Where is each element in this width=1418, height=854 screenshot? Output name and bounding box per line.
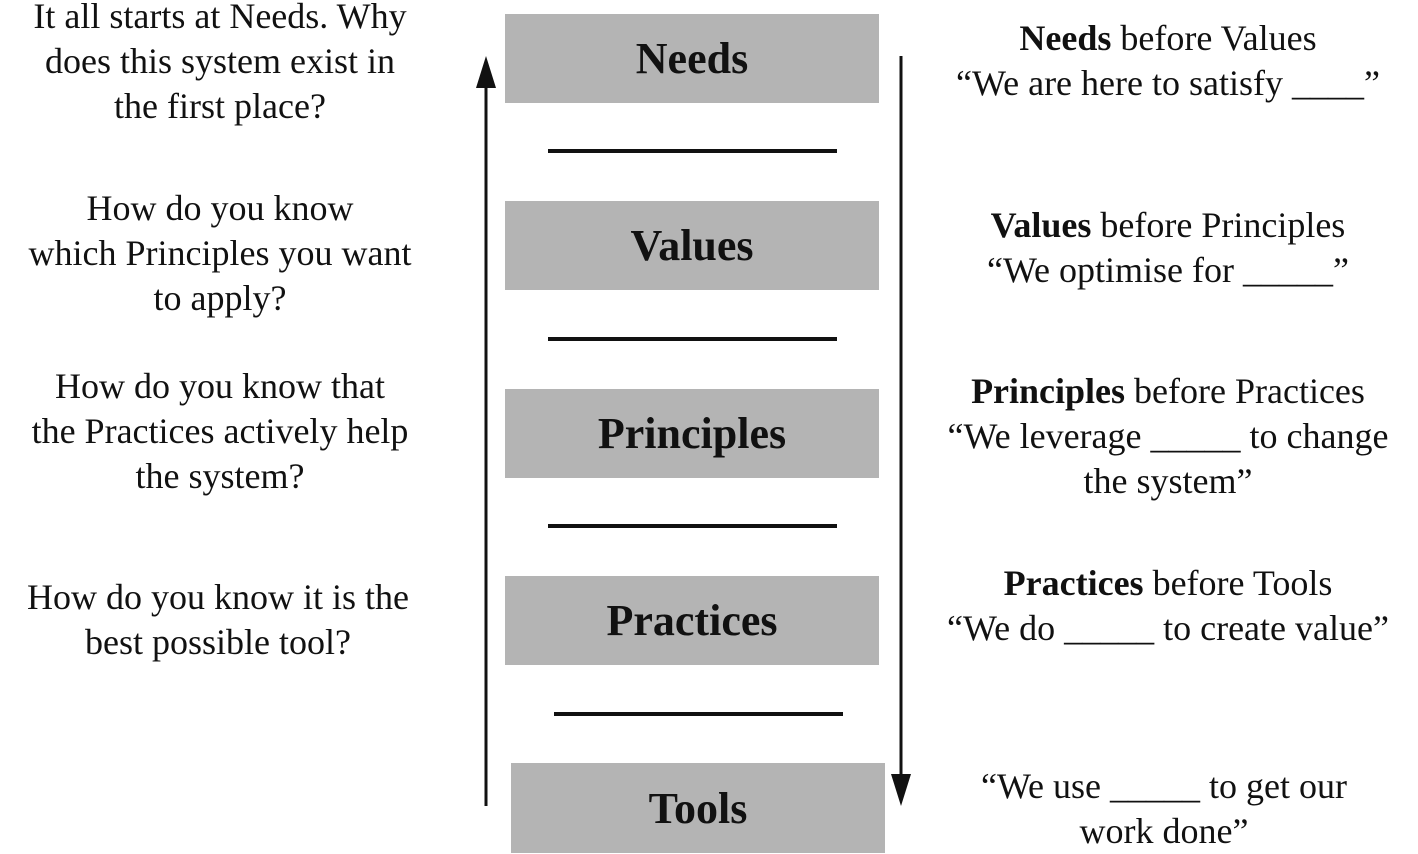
separator-line <box>548 524 837 528</box>
level-label: Tools <box>648 783 748 833</box>
question-line: How do you know that <box>55 366 385 406</box>
statement-heading-rest: before Values <box>1111 18 1317 58</box>
statement-heading-rest: before Tools <box>1143 563 1333 603</box>
question-principles: How do you know which Principles you wan… <box>0 186 440 321</box>
statement-heading-bold: Practices <box>1003 563 1144 603</box>
statement-heading-rest: before Principles <box>1091 205 1346 245</box>
level-box-tools: Tools <box>511 763 885 853</box>
question-line: best possible tool? <box>85 622 351 662</box>
statement-principles: Principles before Practices “We leverage… <box>918 369 1418 504</box>
statement-heading: Needs before Values <box>918 16 1418 61</box>
separator-line <box>554 712 843 716</box>
statement-needs: Needs before Values “We are here to sati… <box>918 16 1418 106</box>
statement-practices: Practices before Tools “We do _____ to c… <box>918 561 1418 651</box>
question-line: to apply? <box>153 278 287 318</box>
level-label: Practices <box>606 596 778 645</box>
up-arrow <box>476 56 496 806</box>
level-box-principles: Principles <box>505 389 879 478</box>
statement-heading-bold: Principles <box>971 371 1126 411</box>
question-line: How do you know <box>86 188 354 228</box>
statement-line: “We do _____ to create value” <box>947 608 1389 648</box>
question-practices: How do you know that the Practices activ… <box>0 364 440 499</box>
separator-line <box>548 149 837 153</box>
statement-line: “We use _____ to get our <box>980 766 1347 806</box>
statement-line: “We are here to satisfy ____” <box>956 63 1380 103</box>
statement-heading: Principles before Practices <box>918 369 1418 414</box>
statement-heading: Practices before Tools <box>918 561 1418 606</box>
statement-tools: “We use _____ to get our work done” <box>914 764 1414 854</box>
question-line: the Practices actively help <box>31 411 409 451</box>
level-box-practices: Practices <box>505 576 879 665</box>
level-box-needs: Needs <box>505 14 879 103</box>
statement-values: Values before Principles “We optimise fo… <box>918 203 1418 293</box>
level-label: Needs <box>635 34 749 83</box>
statement-heading: Values before Principles <box>918 203 1418 248</box>
statement-line: “We leverage _____ to change <box>947 416 1389 456</box>
question-line: the first place? <box>114 86 326 126</box>
level-box-values: Values <box>505 201 879 290</box>
question-line: which Principles you want <box>28 233 412 273</box>
question-line: the system? <box>135 456 305 496</box>
statement-line: work done” <box>1079 811 1249 851</box>
level-label: Principles <box>597 409 787 458</box>
statement-heading-bold: Needs <box>1019 18 1112 58</box>
separator-line <box>548 337 837 341</box>
question-needs: It all starts at Needs. Why does this sy… <box>0 0 440 129</box>
question-line: How do you know it is the <box>27 577 409 617</box>
down-arrow <box>891 56 911 806</box>
question-line: does this system exist in <box>45 41 395 81</box>
question-tools: How do you know it is the best possible … <box>0 575 436 665</box>
statement-heading-bold: Values <box>990 205 1092 245</box>
statement-heading-rest: before Practices <box>1125 371 1365 411</box>
question-line: It all starts at Needs. Why <box>33 0 407 36</box>
statement-line: the system” <box>1083 461 1253 501</box>
level-label: Values <box>630 221 754 270</box>
statement-line: “We optimise for _____” <box>986 250 1349 290</box>
